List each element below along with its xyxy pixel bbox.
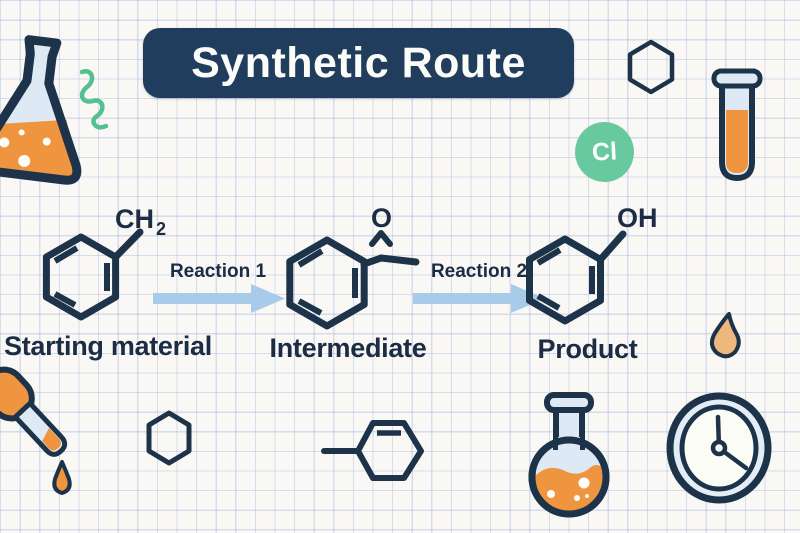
substituent-bond <box>597 230 627 263</box>
hexagon-icon <box>627 39 675 95</box>
round-bottom-flask-icon <box>528 392 610 518</box>
substituent-bond <box>112 228 144 261</box>
carbonyl-double-bond <box>369 230 393 247</box>
group-label-o: O <box>371 203 392 233</box>
group-label-oh: OH <box>617 203 658 233</box>
erlenmeyer-flask-icon <box>0 35 82 185</box>
hexagon-icon <box>146 410 192 466</box>
structure-starting-material: CH 2 <box>42 204 166 321</box>
reaction-2-arrow <box>413 284 545 313</box>
green-squiggle-icon <box>79 68 109 130</box>
group-label-ch: CH <box>115 204 154 234</box>
clock-icon <box>666 392 772 504</box>
page-title: Synthetic Route <box>191 38 526 87</box>
structure-product: OH <box>526 203 658 325</box>
dropper-icon <box>0 366 72 495</box>
label-intermediate: Intermediate <box>269 333 427 363</box>
test-tube-icon <box>711 68 763 181</box>
chlorine-label: Cl <box>591 136 618 167</box>
group-label-ch-sub: 2 <box>156 219 166 239</box>
structure-intermediate: O <box>286 203 420 330</box>
droplet-icon <box>710 312 741 359</box>
cyclohexene-icon <box>321 420 424 481</box>
methyl-bond <box>377 254 420 266</box>
title-banner: Synthetic Route <box>143 28 574 98</box>
reaction-2-label: Reaction 2 <box>430 261 528 282</box>
chlorine-badge: Cl <box>573 120 636 184</box>
dropper-droplet-icon <box>52 460 72 495</box>
label-starting-material: Starting material <box>4 331 212 361</box>
reaction-1-label: Reaction 1 <box>169 261 267 282</box>
reaction-1-arrow <box>153 284 285 313</box>
label-product: Product <box>537 334 638 364</box>
